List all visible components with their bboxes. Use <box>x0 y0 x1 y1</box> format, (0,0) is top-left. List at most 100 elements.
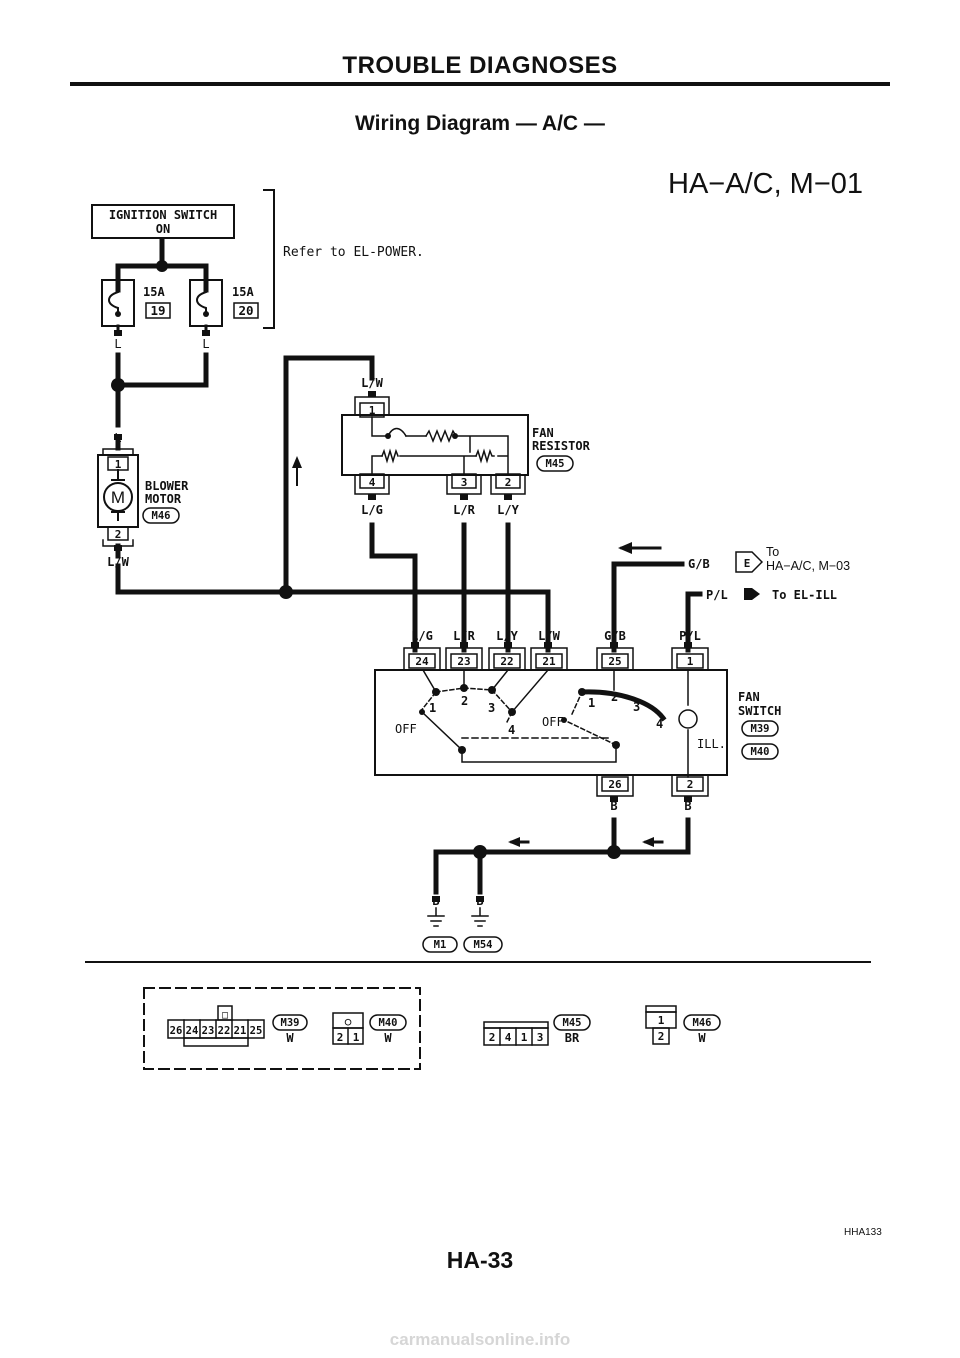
fuse-20-wire: L <box>202 337 209 351</box>
connector-group-dashed <box>143 987 421 1070</box>
up-arrow-head <box>292 456 302 468</box>
right-pos-4: 4 <box>656 717 663 731</box>
pl-link-target: To EL-ILL <box>772 588 837 602</box>
m39-key: □ <box>222 1010 228 1021</box>
switch-pin-25: 25 <box>608 655 621 668</box>
pl-link-wire: P/L <box>706 588 728 602</box>
resistor-top-wire: L/W <box>361 376 383 390</box>
fan-switch-top-pin-boxes <box>403 647 709 671</box>
fuse-19-element <box>108 279 119 315</box>
gb-link-to-line2: HA−A/C, M−03 <box>766 559 850 573</box>
blower-in-wire: L <box>114 431 121 445</box>
m45-id: M45 <box>563 1017 582 1029</box>
m39-cell-23: 23 <box>202 1025 215 1037</box>
fuse-19-num-box <box>145 302 171 319</box>
resistor-wire-ly: L/Y <box>497 503 519 517</box>
ground-symbols <box>427 907 489 927</box>
m45-cell-4: 4 <box>505 1031 512 1044</box>
left-switch-links <box>421 668 550 714</box>
left-pos-off: OFF <box>395 722 417 736</box>
blower-pin2: 2 <box>115 528 122 541</box>
switch-pin-22: 22 <box>500 655 513 668</box>
switch-pin-23: 23 <box>457 655 470 668</box>
m39-connector-view <box>167 1005 265 1047</box>
ill-label: ILL. <box>697 737 726 751</box>
m39-id: M39 <box>281 1017 300 1029</box>
m40-color: W <box>384 1031 392 1045</box>
resistor-element-3 <box>475 448 495 464</box>
power-bracket <box>263 189 275 329</box>
blower-line1: BLOWER <box>145 479 189 493</box>
figure-id: HHA133 <box>844 1227 882 1238</box>
m39-cell-26: 26 <box>170 1025 183 1037</box>
right-pos-off: OFF <box>542 715 564 729</box>
fan-switch-box <box>374 669 728 776</box>
page-title: Wiring Diagram — A/C — <box>355 112 605 135</box>
switch-bottom-wire-1: B <box>610 799 617 813</box>
right-switch-contacts <box>562 691 618 747</box>
switch-wire-lg: L/G <box>411 629 433 643</box>
fuse-19-amp: 15A <box>143 285 165 299</box>
switch-line2: SWITCH <box>738 704 781 718</box>
resistor-pin3: 3 <box>461 476 468 489</box>
blower-pin2-box <box>107 526 129 541</box>
fuse-19-wire: L <box>114 337 121 351</box>
resistor-line2: RESISTOR <box>532 439 591 453</box>
blower-feed-splice <box>111 378 125 392</box>
fuse-20-element <box>196 279 207 315</box>
switch-wire-pl: P/L <box>679 629 701 643</box>
resistor-element-2 <box>381 448 399 464</box>
resistor-out-wires <box>369 522 511 653</box>
blower-connector: M46 <box>152 510 171 522</box>
gb-wire <box>611 561 685 653</box>
resistor-connector: M45 <box>546 458 565 470</box>
page-number: HA-33 <box>446 1247 514 1273</box>
blower-feed-wire <box>115 352 209 428</box>
right-switch-arc <box>579 689 667 722</box>
m40-cell-2: 2 <box>337 1031 344 1044</box>
connector-label-ovals <box>142 455 779 1031</box>
switch-connector-m39: M39 <box>751 723 770 735</box>
motor-symbol <box>103 482 133 512</box>
header-rule <box>70 82 890 86</box>
switch-wire-lw: L/W <box>538 629 560 643</box>
gb-link-wire: G/B <box>688 557 710 571</box>
resistor-pin1: 1 <box>369 404 376 417</box>
m46-cell-2: 2 <box>658 1030 665 1043</box>
ground-1-label: M1 <box>434 939 447 951</box>
gb-link-to-line1: To <box>766 545 779 559</box>
m46-connector-view <box>645 1005 677 1045</box>
resistor-pin4: 4 <box>369 476 376 489</box>
blower-line2: MOTOR <box>145 492 182 506</box>
blower-pin1: 1 <box>115 458 122 471</box>
pl-wire <box>685 591 703 653</box>
switch-pin-2: 2 <box>687 778 694 791</box>
connector-e-shape <box>735 551 764 573</box>
ground-2-label: M54 <box>474 939 493 951</box>
left-pos-2: 2 <box>461 694 468 708</box>
blower-out-wire: L/W <box>107 555 129 569</box>
m39-cell-24: 24 <box>186 1025 199 1037</box>
diagram-code: HA−A/C, M−01 <box>668 168 864 200</box>
switch-wire-ly: L/Y <box>496 629 518 643</box>
ground-wires <box>433 817 691 895</box>
fuse-19-num: 19 <box>150 303 165 318</box>
switch-pin-26: 26 <box>608 778 622 791</box>
fan-resistor-box <box>341 414 529 476</box>
m45-cell-2: 2 <box>489 1031 496 1044</box>
right-pos-3: 3 <box>633 700 640 714</box>
resistor-line1: FAN <box>532 426 554 440</box>
resistor-internal-wiring <box>371 416 509 475</box>
m45-color: BR <box>565 1031 580 1045</box>
fuse-20-num: 20 <box>238 303 253 318</box>
resistor-wire-lg: L/G <box>361 503 383 517</box>
resistor-lw-wire <box>283 355 375 595</box>
gb-arrow-head <box>618 542 632 554</box>
switch-connector-m40: M40 <box>751 746 770 758</box>
m39-cell-22: 22 <box>218 1025 231 1037</box>
switch-wire-gb: G/B <box>604 629 626 643</box>
m45-cell-1: 1 <box>521 1031 528 1044</box>
m40-connector-view <box>332 1012 364 1045</box>
ground-splice-2 <box>607 845 621 859</box>
